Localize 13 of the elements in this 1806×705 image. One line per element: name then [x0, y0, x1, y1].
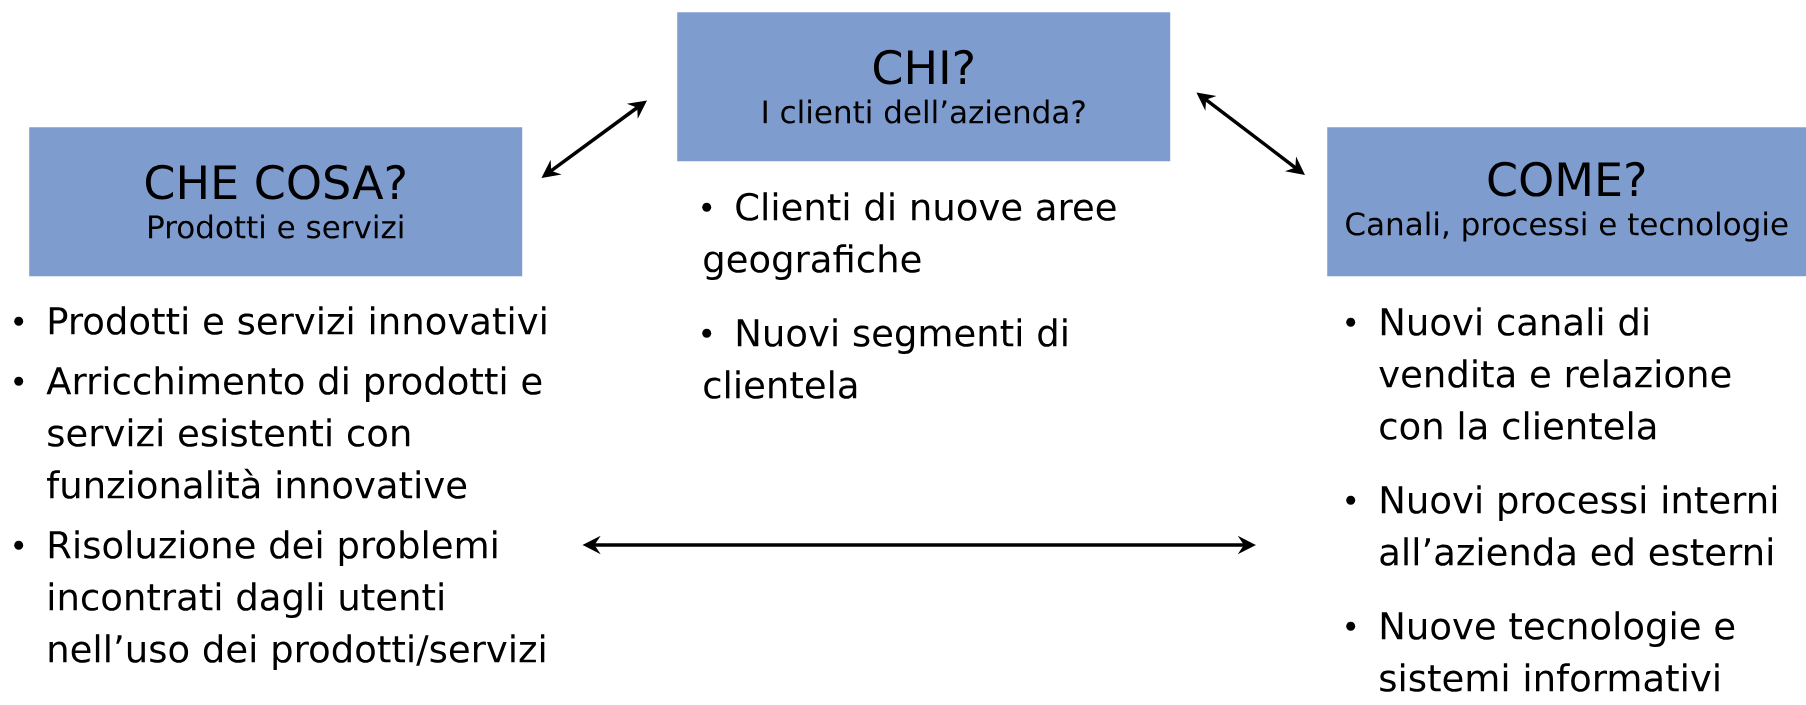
bullet-list: Prodotti e servizi innovativi Arricchimento di prodotti e servizi esistenti con funzionalità innovative Risoluzione dei problemi incontrati dagli utenti nell’uso dei prodotti/servizi [14, 306, 546, 670]
node-label: Prodotti e servizi innovativi [49, 306, 546, 335]
heading-box: COME? Canali, processi e tecnologie [1327, 127, 1806, 277]
heading-box: CHI? I clienti dell’azienda? [677, 12, 1171, 162]
heading-box: CHE COSA? Prodotti e servizi [29, 127, 523, 277]
bullet-list: Nuovi canali di vendita e relazione con la clientela Nuovi processi interni all’azienda ed esterni Nuove tecnologie e sistemi informativi [1346, 307, 1777, 692]
node-label: Risoluzione dei problemi incontrati dagli utenti nell’uso dei prodotti/servizi [49, 530, 545, 671]
bullet-item: Clienti di nuove aree geografiche [702, 192, 1116, 280]
node-label: Arricchimento di prodotti e servizi esistenti con funzionalità innovative [46, 366, 542, 499]
bullet-item: Nuovi segmenti di clientela [702, 318, 1067, 399]
node-label: Nuovi processi interni all’azienda ed esterni [1380, 485, 1777, 566]
node-label: Nuove tecnologie e sistemi informativi [1380, 611, 1735, 692]
node-label: Nuovi canali di vendita e relazione con la clientela [1379, 307, 1731, 440]
